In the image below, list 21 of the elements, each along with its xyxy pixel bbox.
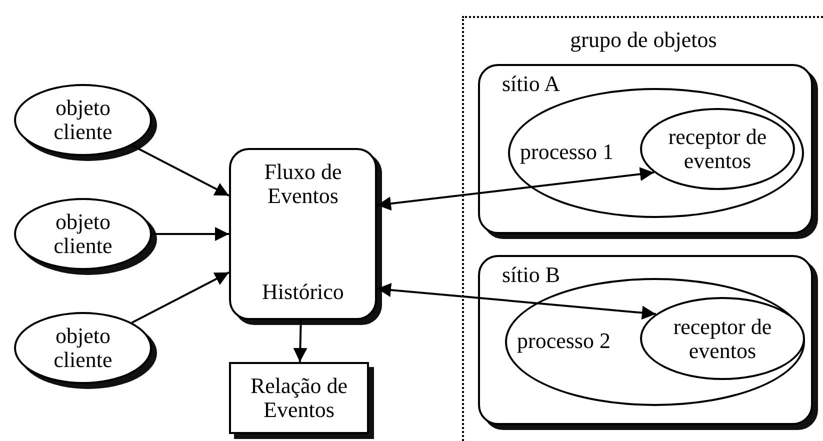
arrow — [132, 144, 230, 197]
arrow — [132, 271, 230, 324]
node-label: grupo de objetos — [569, 28, 718, 52]
node-label: sítio B — [502, 263, 560, 288]
arrow — [376, 167, 654, 211]
group-region — [462, 16, 823, 441]
node-label: sítio A — [502, 72, 560, 96]
node-label: objeto cliente — [52, 324, 114, 372]
arrow — [293, 320, 308, 362]
arrow — [376, 283, 656, 320]
node-label: Relação de Eventos — [249, 374, 349, 422]
node-label: receptor de eventos — [667, 124, 768, 174]
node-label: Histórico — [261, 280, 345, 304]
node-label: objeto cliente — [52, 210, 114, 258]
node-label: receptor de eventos — [672, 314, 773, 363]
node-label: objeto cliente — [52, 96, 114, 144]
ellipse-node — [640, 108, 795, 190]
node-label: processo 1 — [520, 140, 614, 164]
arrow — [152, 227, 229, 241]
node-label: processo 2 — [517, 329, 610, 354]
node-label: Fluxo de Eventos — [263, 160, 343, 208]
